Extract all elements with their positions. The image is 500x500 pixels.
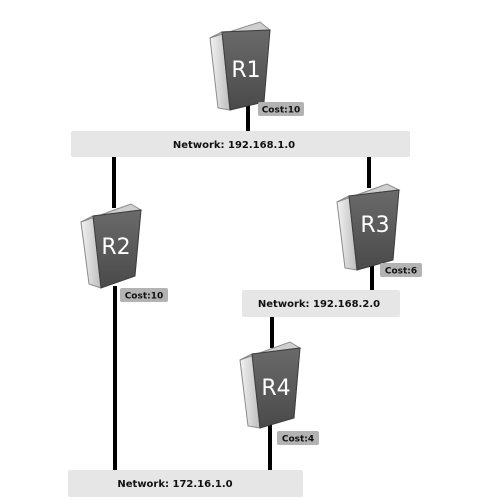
network-label: Network: 192.168.2.0	[258, 299, 380, 310]
router-r1: R1	[209, 21, 272, 111]
cost-badge-r3: Cost:6	[380, 263, 422, 277]
cost-badge-r4: Cost:4	[277, 431, 319, 445]
router-label-r4: R4	[261, 376, 290, 401]
network-bar-192-168-2-0: Network: 192.168.2.0	[242, 290, 400, 317]
router-r4: R4	[239, 341, 302, 429]
network-bar-172-16-1-0: Network: 172.16.1.0	[68, 470, 303, 497]
cost-label: Cost:4	[282, 435, 314, 445]
router-r2: R2	[80, 203, 143, 289]
cost-label: Cost:10	[125, 292, 164, 302]
network-label: Network: 172.16.1.0	[117, 479, 232, 490]
router-label-r3: R3	[360, 213, 389, 238]
router-front-face	[251, 347, 301, 429]
router-label-r2: R2	[101, 235, 130, 260]
cost-label: Cost:6	[385, 267, 417, 277]
network-label: Network: 192.168.1.0	[173, 140, 295, 151]
router-front-face	[348, 189, 400, 271]
router-front-face	[92, 209, 142, 289]
network-bar-192-168-1-0: Network: 192.168.1.0	[71, 131, 410, 157]
router-label-r1: R1	[231, 58, 260, 83]
cost-label: Cost:10	[262, 106, 301, 116]
router-r3: R3	[336, 183, 401, 271]
cost-badge-r1: Cost:10	[258, 102, 304, 116]
cost-badge-r2: Cost:10	[120, 288, 168, 302]
